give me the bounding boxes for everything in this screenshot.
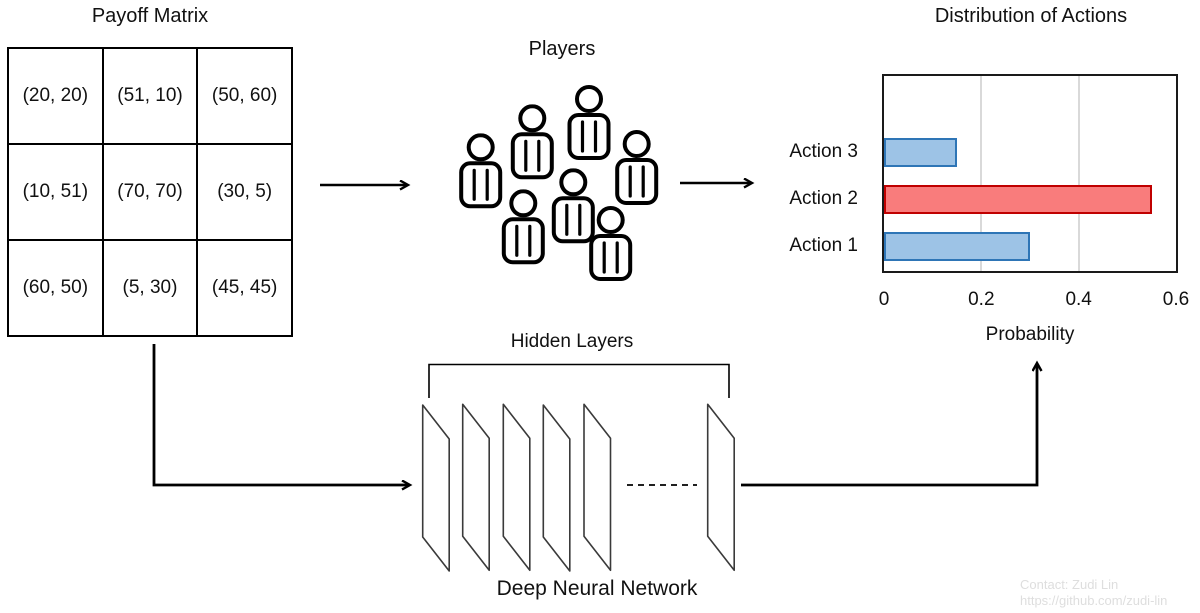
- category-label: Action 2: [789, 188, 858, 209]
- gridline: [1077, 76, 1080, 271]
- matrix-cell: (10, 51): [8, 144, 103, 240]
- matrix-cell: (5, 30): [102, 240, 198, 336]
- matrix-cell: (60, 50): [8, 240, 103, 336]
- layer-panel: [583, 403, 612, 572]
- players-group: [459, 85, 659, 281]
- category-label: Action 1: [789, 235, 858, 256]
- players-title: Players: [528, 38, 596, 60]
- chart-category-labels: Action 1 Action 2 Action 3: [755, 76, 858, 271]
- layer-panel: [421, 404, 451, 572]
- person-icon: [510, 104, 554, 180]
- x-tick-label: 0.4: [1065, 289, 1092, 310]
- person-icon: [459, 133, 503, 209]
- chart-plot: [882, 74, 1178, 273]
- watermark-url: https://github.com/zudi-lin: [1020, 593, 1168, 608]
- layer-panel: [542, 404, 571, 572]
- dnn-label: Deep Neural Network: [496, 577, 698, 600]
- person-icon: [589, 206, 633, 281]
- person-icon: [501, 189, 545, 265]
- person-icon: [551, 168, 595, 244]
- chart-x-ticks: 0 0.2 0.4 0.6: [879, 289, 1190, 313]
- bar-action-1: [884, 231, 1030, 261]
- matrix-cell: (51, 10): [102, 48, 198, 144]
- hidden-layers-label: Hidden Layers: [510, 331, 634, 352]
- x-tick-label: 0: [878, 289, 890, 310]
- matrix-cell: (30, 5): [197, 144, 292, 240]
- x-tick-label: 0.6: [1162, 289, 1190, 310]
- payoff-matrix-table: (20, 20) (51, 10) (50, 60) (10, 51) (70,…: [7, 47, 293, 337]
- chart-x-axis-label: Probability: [985, 324, 1075, 345]
- x-tick-label: 0.2: [968, 289, 995, 310]
- gridline: [980, 76, 983, 271]
- hidden-layers-bracket: [428, 363, 730, 398]
- matrix-cell: (45, 45): [197, 240, 292, 336]
- watermark-contact: Contact: Zudi Lin: [1020, 577, 1119, 592]
- matrix-cell: (20, 20): [8, 48, 103, 144]
- category-label: Action 3: [789, 141, 858, 162]
- arrow-matrix-to-dnn: [152, 344, 409, 485]
- person-icon: [615, 130, 659, 205]
- layer-panel: [461, 403, 491, 572]
- arrow-dnn-to-chart: [741, 364, 1037, 487]
- matrix-cell: (50, 60): [197, 48, 292, 144]
- matrix-cell: (70, 70): [102, 144, 198, 240]
- bar-action-2: [884, 184, 1152, 214]
- chart-title: Distribution of Actions: [934, 5, 1128, 27]
- person-icon: [567, 85, 611, 160]
- bar-action-3: [884, 137, 957, 167]
- layer-panel: [502, 403, 531, 572]
- payoff-matrix-title: Payoff Matrix: [91, 5, 209, 27]
- dnn-layers: [421, 403, 736, 572]
- layer-panel: [706, 403, 736, 572]
